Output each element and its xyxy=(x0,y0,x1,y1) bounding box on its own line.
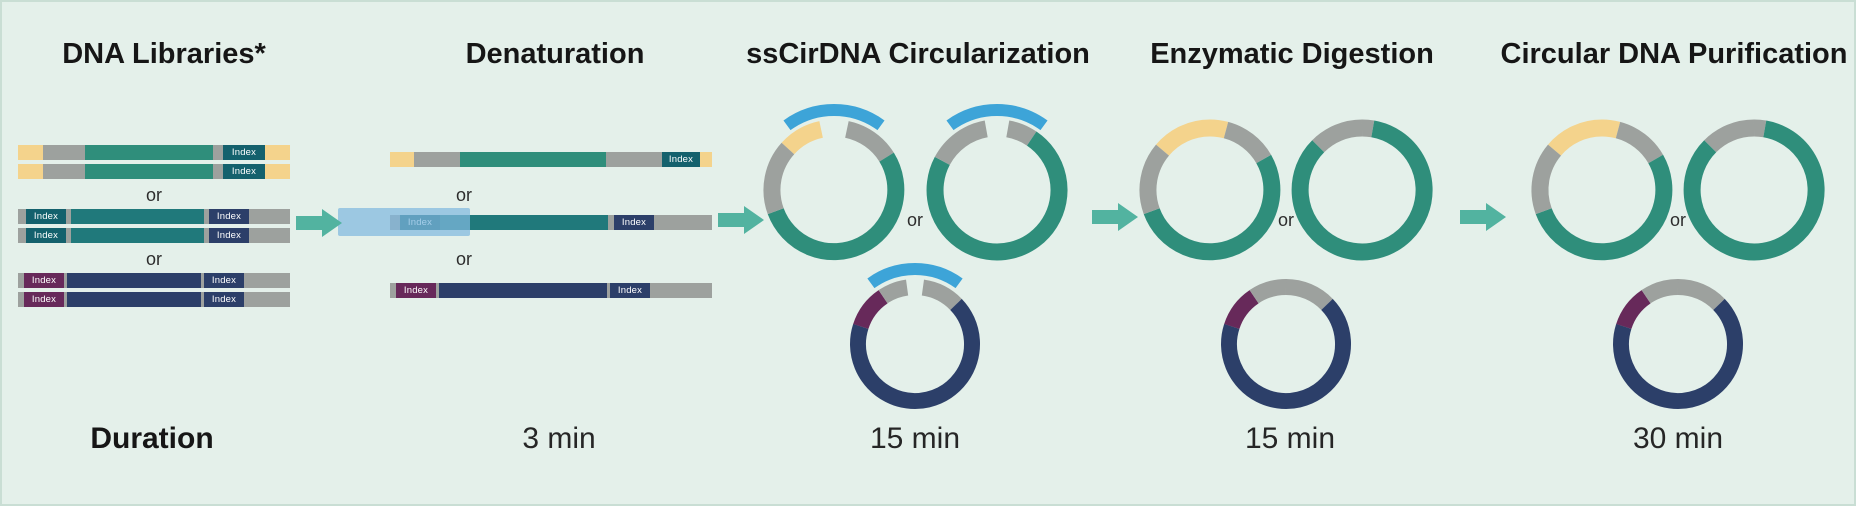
index-tag: Index xyxy=(26,209,66,224)
index-tag: Index xyxy=(223,145,265,160)
index-tag: Index xyxy=(396,283,436,298)
dna-segment-yellow xyxy=(18,145,43,160)
dna-segment-gray xyxy=(66,209,71,224)
dna-segment-yellow xyxy=(265,164,290,179)
dna-segment-yellow xyxy=(390,152,414,167)
stage-title-dna-libraries: DNA Libraries* xyxy=(62,38,266,70)
or-label: or xyxy=(455,249,473,269)
dna-segment-gray xyxy=(18,228,26,243)
dna-segment-gray xyxy=(650,283,712,298)
or-label: or xyxy=(455,185,473,205)
dna-segment-navy xyxy=(439,283,607,298)
index-tag: Index xyxy=(204,273,244,288)
index-tag: Index xyxy=(26,228,66,243)
dna-segment-teal_dark xyxy=(71,228,204,243)
dna-segment-gray xyxy=(43,145,85,160)
index-tag: Index xyxy=(209,228,249,243)
index-tag: Index xyxy=(662,152,700,167)
index-tag: Index xyxy=(223,164,265,179)
dna-segment-gray xyxy=(66,228,71,243)
dna-segment-gray xyxy=(64,292,67,307)
dna-segment-gray xyxy=(213,164,223,179)
or-label: or xyxy=(1277,210,1295,230)
dna-segment-gray xyxy=(654,215,712,230)
or-label: or xyxy=(145,185,163,205)
dna-segment-teal_dark xyxy=(440,215,608,230)
dna-segment-teal xyxy=(85,164,213,179)
dna-segment-gray xyxy=(606,152,662,167)
duration-denaturation: 3 min xyxy=(522,422,596,455)
or-label: or xyxy=(906,210,924,230)
stage-title-enzymatic-digestion: Enzymatic Digestion xyxy=(1150,38,1434,70)
or-label: or xyxy=(1669,210,1687,230)
stage-title-circularization: ssCirDNA Circularization xyxy=(746,38,1090,70)
dna-segment-gray xyxy=(18,273,24,288)
dna-segment-gray xyxy=(608,215,614,230)
dna-segment-yellow xyxy=(700,152,712,167)
index-tag: Index xyxy=(610,283,650,298)
dna-segment-gray xyxy=(18,292,24,307)
dna-segment-gray xyxy=(390,283,396,298)
dna-segment-gray xyxy=(249,228,290,243)
splint-oligo-highlight xyxy=(338,208,470,236)
dna-segment-gray xyxy=(204,228,209,243)
dna-segment-teal xyxy=(85,145,213,160)
duration-purification: 30 min xyxy=(1632,422,1724,455)
dna-segment-navy xyxy=(67,273,201,288)
index-tag: Index xyxy=(204,292,244,307)
duration-circularization: 15 min xyxy=(869,422,961,455)
denatured-strand-navy: Index Index xyxy=(390,283,712,298)
or-label: or xyxy=(145,249,163,269)
dna-segment-yellow xyxy=(18,164,43,179)
dna-segment-gray xyxy=(18,209,26,224)
duration-label: Duration xyxy=(90,422,214,455)
dna-library-dual-index-teal-strand-2: Index Index xyxy=(18,228,290,243)
dna-library-dual-index-navy-strand-2: Index Index xyxy=(18,292,290,307)
dna-library-yellow-adapter-strand-2: Index xyxy=(18,164,290,179)
index-tag: Index xyxy=(24,292,64,307)
dna-segment-gray xyxy=(201,273,204,288)
dna-library-yellow-adapter-strand-1: Index xyxy=(18,145,290,160)
denatured-strand-yellow: Index xyxy=(390,152,712,167)
dna-library-dual-index-navy-strand-1: Index Index xyxy=(18,273,290,288)
dna-segment-gray xyxy=(436,283,439,298)
index-tag: Index xyxy=(614,215,654,230)
dna-library-dual-index-teal-strand-1: Index Index xyxy=(18,209,290,224)
stage-title-purification: Circular DNA Purification xyxy=(1500,38,1848,70)
dna-segment-teal_dark xyxy=(71,209,204,224)
index-tag: Index xyxy=(24,273,64,288)
stage-title-denaturation: Denaturation xyxy=(465,38,645,70)
dna-segment-gray xyxy=(213,145,223,160)
dna-segment-gray xyxy=(414,152,460,167)
dna-segment-gray xyxy=(249,209,290,224)
dna-segment-yellow xyxy=(265,145,290,160)
dna-segment-navy xyxy=(67,292,201,307)
dna-segment-gray xyxy=(43,164,85,179)
dna-segment-gray xyxy=(244,292,290,307)
dna-segment-gray xyxy=(607,283,610,298)
dna-segment-gray xyxy=(244,273,290,288)
dna-segment-gray xyxy=(204,209,209,224)
duration-digestion: 15 min xyxy=(1244,422,1336,455)
dna-segment-teal xyxy=(460,152,606,167)
index-tag: Index xyxy=(209,209,249,224)
dna-segment-gray xyxy=(201,292,204,307)
dna-segment-gray xyxy=(64,273,67,288)
